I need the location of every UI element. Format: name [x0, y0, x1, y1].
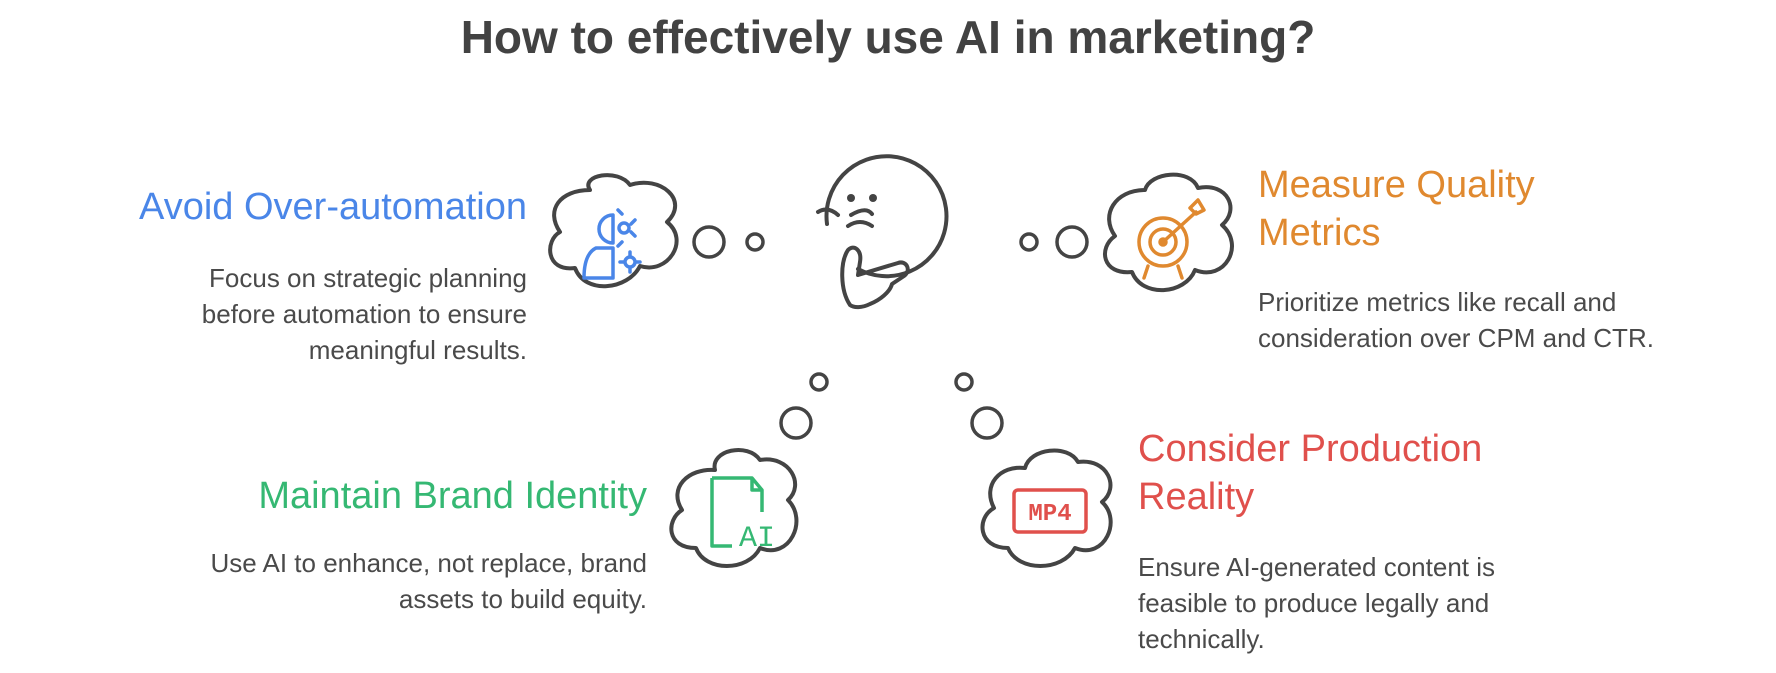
page-title: How to effectively use AI in marketing?: [460, 11, 1316, 63]
thought-dot: [809, 372, 829, 392]
mp4-text: MP4: [1028, 501, 1071, 528]
heading-measure-quality-metrics: Measure Quality Metrics: [1258, 164, 1535, 254]
target-arrow-icon: [1137, 198, 1206, 280]
cloud-measure-quality-metrics: [1103, 172, 1234, 293]
thought-dot: [692, 225, 726, 259]
thought-dot: [779, 406, 813, 440]
thought-dot: [745, 232, 765, 252]
thought-dots: [692, 225, 1089, 440]
description-avoid-over-automation: Focus on strategic planning before autom…: [201, 263, 527, 365]
description-measure-quality-metrics: Prioritize metrics like recall and consi…: [1258, 287, 1654, 353]
description-consider-production-reality: Ensure AI-generated content is feasible …: [1138, 552, 1496, 654]
heading-consider-production-reality: Consider Production Reality: [1138, 428, 1483, 518]
description-maintain-brand-identity: Use AI to enhance, not replace, brand as…: [210, 548, 647, 614]
heading-maintain-brand-identity: Maintain Brand Identity: [258, 475, 647, 517]
thought-dot: [954, 372, 974, 392]
cloud-maintain-brand-identity: AI: [669, 447, 799, 568]
heading-avoid-over-automation: Avoid Over-automation: [139, 186, 527, 228]
ai-file-icon: AI: [710, 476, 775, 556]
mp4-icon: MP4: [1012, 488, 1088, 534]
thought-dot: [970, 406, 1004, 440]
ai-file-text: AI: [739, 522, 775, 556]
thought-dot: [1019, 232, 1039, 252]
cloud-consider-production-reality: MP4: [980, 448, 1113, 568]
cloud-avoid-over-automation: [548, 173, 679, 289]
person-gear-icon: [582, 208, 642, 280]
thinking-face-icon: [816, 154, 949, 310]
thought-dot: [1055, 225, 1089, 259]
